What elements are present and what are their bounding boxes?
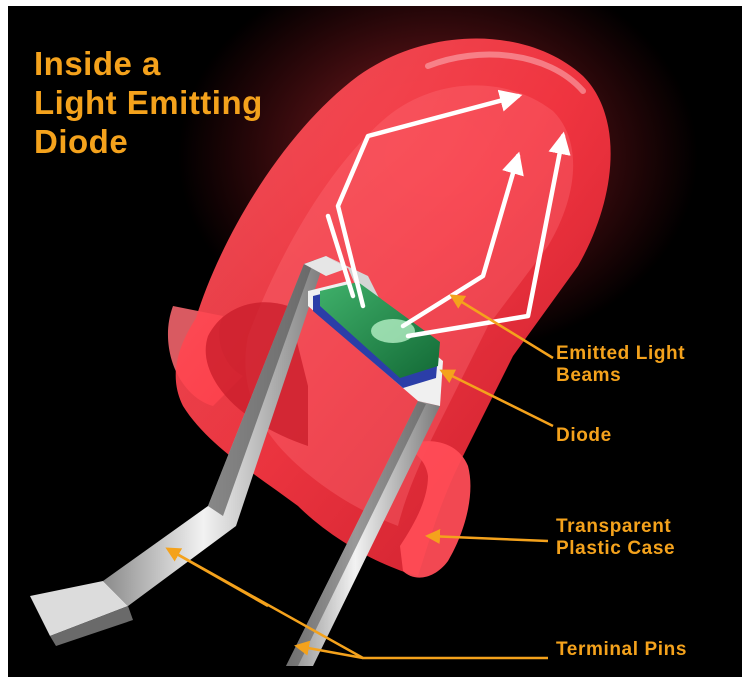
label-line: Transparent: [556, 516, 675, 538]
label-line: Emitted Light: [556, 343, 685, 365]
label-terminal-pins: Terminal Pins: [556, 639, 687, 661]
title-line: Inside a: [34, 44, 263, 83]
label-plastic-case: Transparent Plastic Case: [556, 516, 675, 560]
diagram-title: Inside a Light Emitting Diode: [34, 44, 263, 161]
title-line: Light Emitting: [34, 83, 263, 122]
label-line: Beams: [556, 365, 685, 387]
label-line: Terminal Pins: [556, 639, 687, 661]
label-diode: Diode: [556, 425, 612, 447]
label-line: Plastic Case: [556, 538, 675, 560]
label-line: Diode: [556, 425, 612, 447]
diagram-canvas: Inside a Light Emitting Diode Emitted Li…: [8, 6, 742, 677]
title-line: Diode: [34, 122, 263, 161]
label-emitted-light: Emitted Light Beams: [556, 343, 685, 387]
